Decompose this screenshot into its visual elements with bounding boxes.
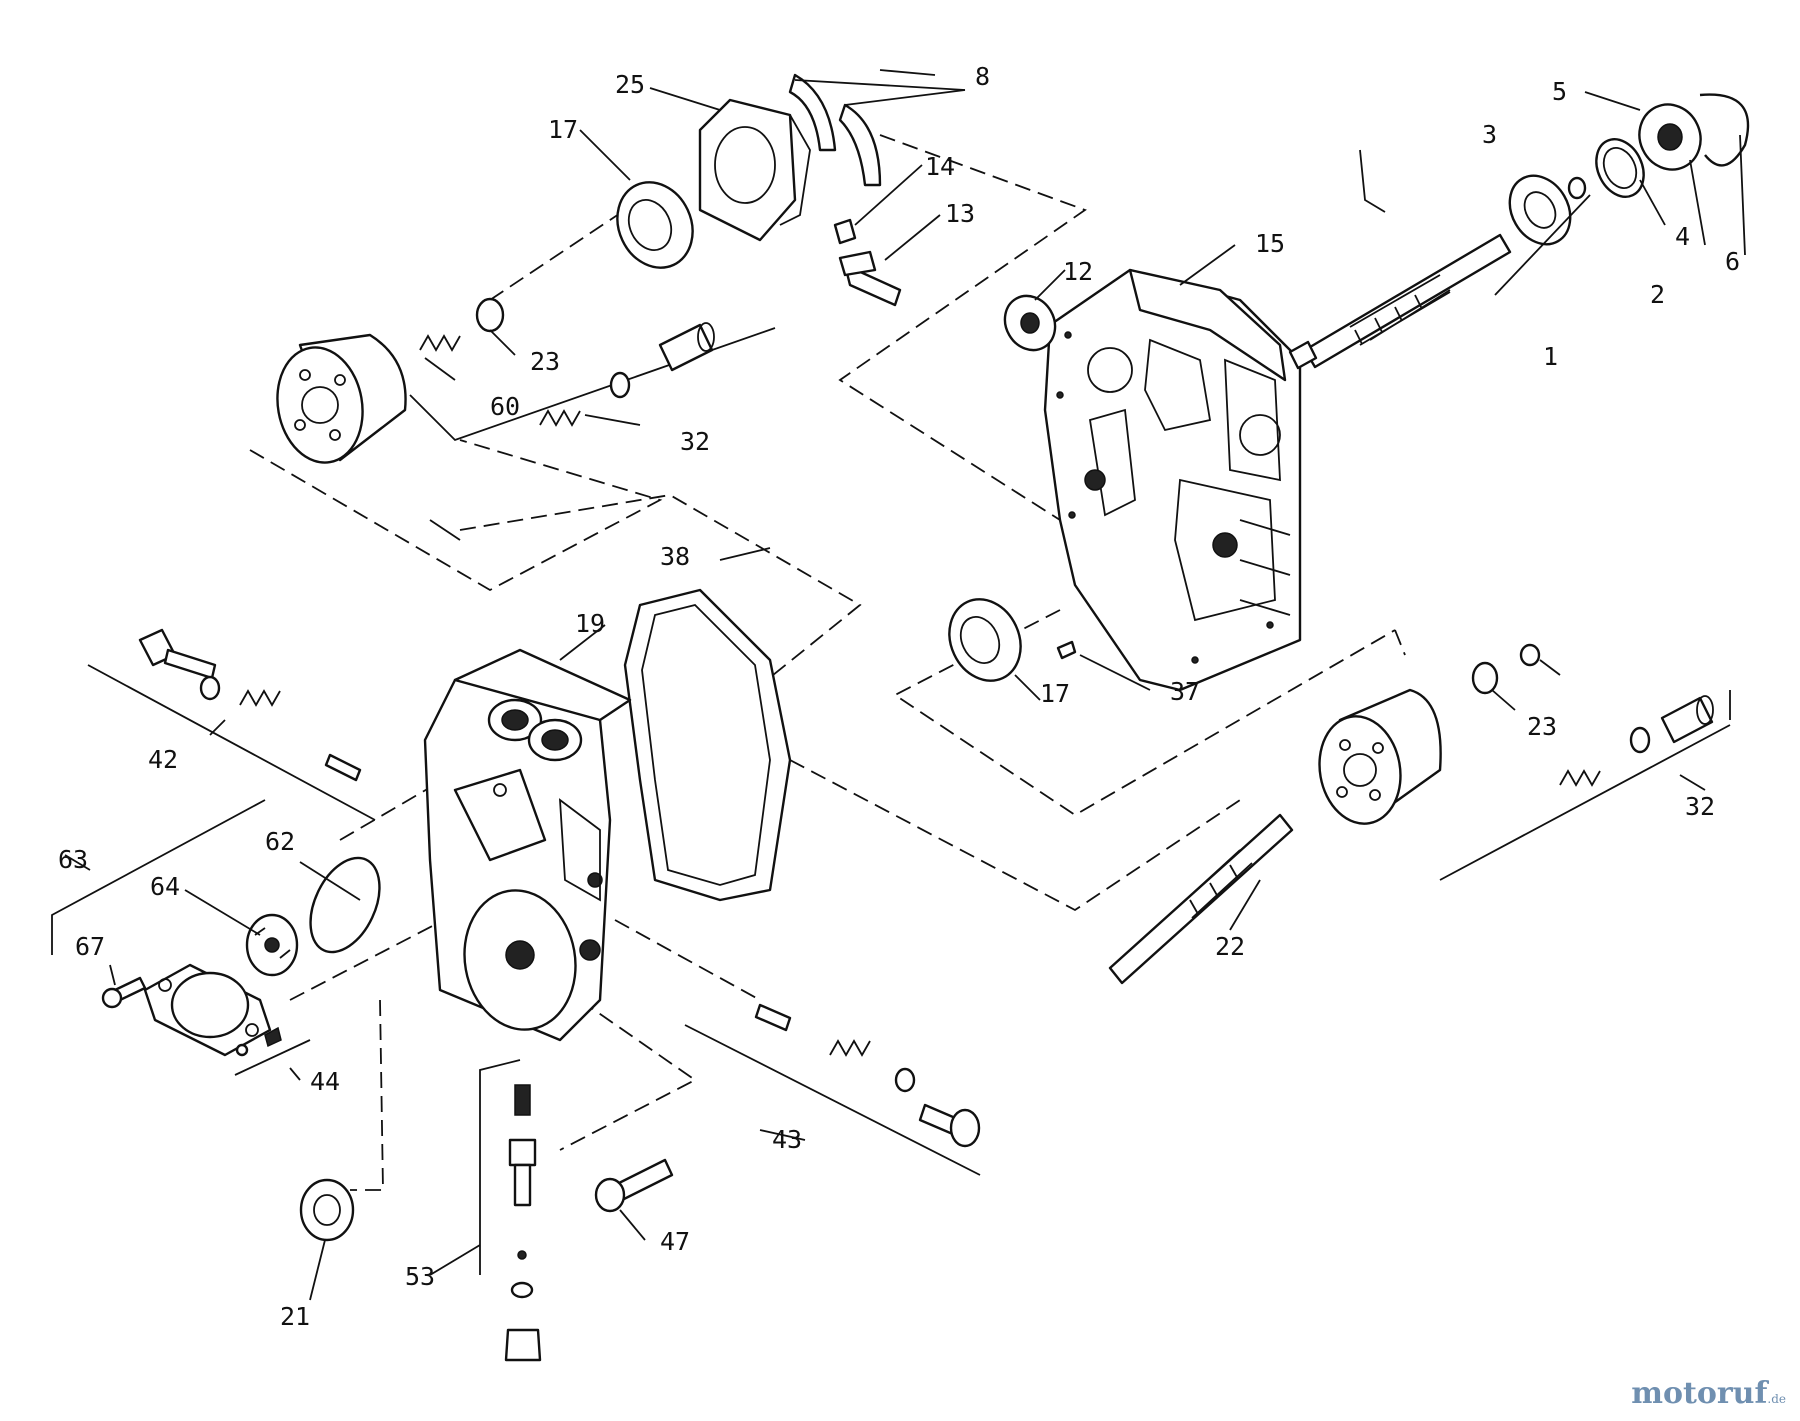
label-part-47: 47 [660,1227,690,1256]
spring-60 [419,334,461,352]
label-part-44: 44 [310,1067,340,1096]
input-shaft [1288,233,1512,370]
pump-cover-63 [143,963,272,1057]
retaining-ring-6 [1699,93,1750,167]
seal-21 [299,1178,355,1242]
gasket-38 [623,588,792,902]
watermark-main: motoruf [1631,1376,1768,1411]
part-labels: 1 2 3 4 5 6 8 12 13 14 15 17 17 19 21 22… [58,62,1740,1331]
label-part-15: 15 [1255,229,1285,258]
label-part-32-right: 32 [1685,792,1715,821]
washer-4 [1595,138,1645,198]
check-valve-32-top [539,322,715,427]
oring-2-right [1519,643,1541,667]
leader-lines [64,69,1746,1301]
label-part-38: 38 [660,542,690,571]
label-part-63: 63 [58,845,88,874]
label-part-23-top: 23 [530,347,560,376]
label-part-43: 43 [772,1125,802,1154]
oring-23-top [475,297,505,333]
bearing-3 [1508,174,1572,246]
oring-2-top [1567,176,1587,200]
relief-valve-42 [138,628,362,782]
bolt-47 [594,1158,674,1213]
output-shaft-22 [1108,813,1294,985]
label-part-17-right: 17 [1040,679,1070,708]
label-part-19: 19 [575,609,605,638]
label-part-1: 1 [1543,342,1558,371]
label-part-42: 42 [148,745,178,774]
label-part-17-top: 17 [548,115,578,144]
screw-67 [101,976,147,1009]
label-part-5: 5 [1552,77,1567,106]
valve-43 [754,1003,981,1148]
label-part-8: 8 [975,62,990,91]
gerotor-64 [245,913,299,977]
cylinder-block-right [1318,688,1442,825]
control-shaft-13 [838,250,902,307]
label-part-3: 3 [1482,120,1497,149]
seal-5 [1638,103,1702,171]
label-part-64: 64 [150,872,180,901]
oring-23-right [1471,661,1499,695]
label-part-4: 4 [1675,222,1690,251]
label-part-6: 6 [1725,247,1740,276]
label-part-25: 25 [615,70,645,99]
label-part-37: 37 [1170,677,1200,706]
label-part-67: 67 [75,932,105,961]
swashplate-25 [698,98,811,242]
slot-guide-14 [833,218,857,245]
main-housing [1043,268,1302,692]
label-part-22: 22 [1215,932,1245,961]
bearing-12 [1003,294,1057,352]
check-valve-32-right [1559,695,1714,787]
label-part-32-top: 32 [680,427,710,456]
label-part-12: 12 [1063,257,1093,286]
thrust-liners-8 [788,73,882,187]
label-part-2-top: 2 [1650,280,1665,309]
oring-62 [309,856,381,954]
label-part-53: 53 [405,1262,435,1291]
cylinder-block-top [276,333,407,464]
spring-ball-44 [235,1026,282,1057]
watermark-logo: motoruf.de [1631,1376,1786,1411]
label-part-21: 21 [280,1302,310,1331]
bearing-17-right [948,598,1022,682]
label-part-14: 14 [925,152,955,181]
watermark-tld: .de [1767,1392,1786,1406]
label-part-60: 60 [490,392,520,421]
bearing-17-top [616,181,694,269]
center-section-19 [423,648,632,1042]
bypass-valve-53 [504,1084,542,1362]
label-part-13: 13 [945,199,975,228]
kit-brackets [51,327,1731,1275]
label-part-62: 62 [265,827,295,856]
pin-37 [1056,640,1077,660]
label-part-23-right: 23 [1527,712,1557,741]
